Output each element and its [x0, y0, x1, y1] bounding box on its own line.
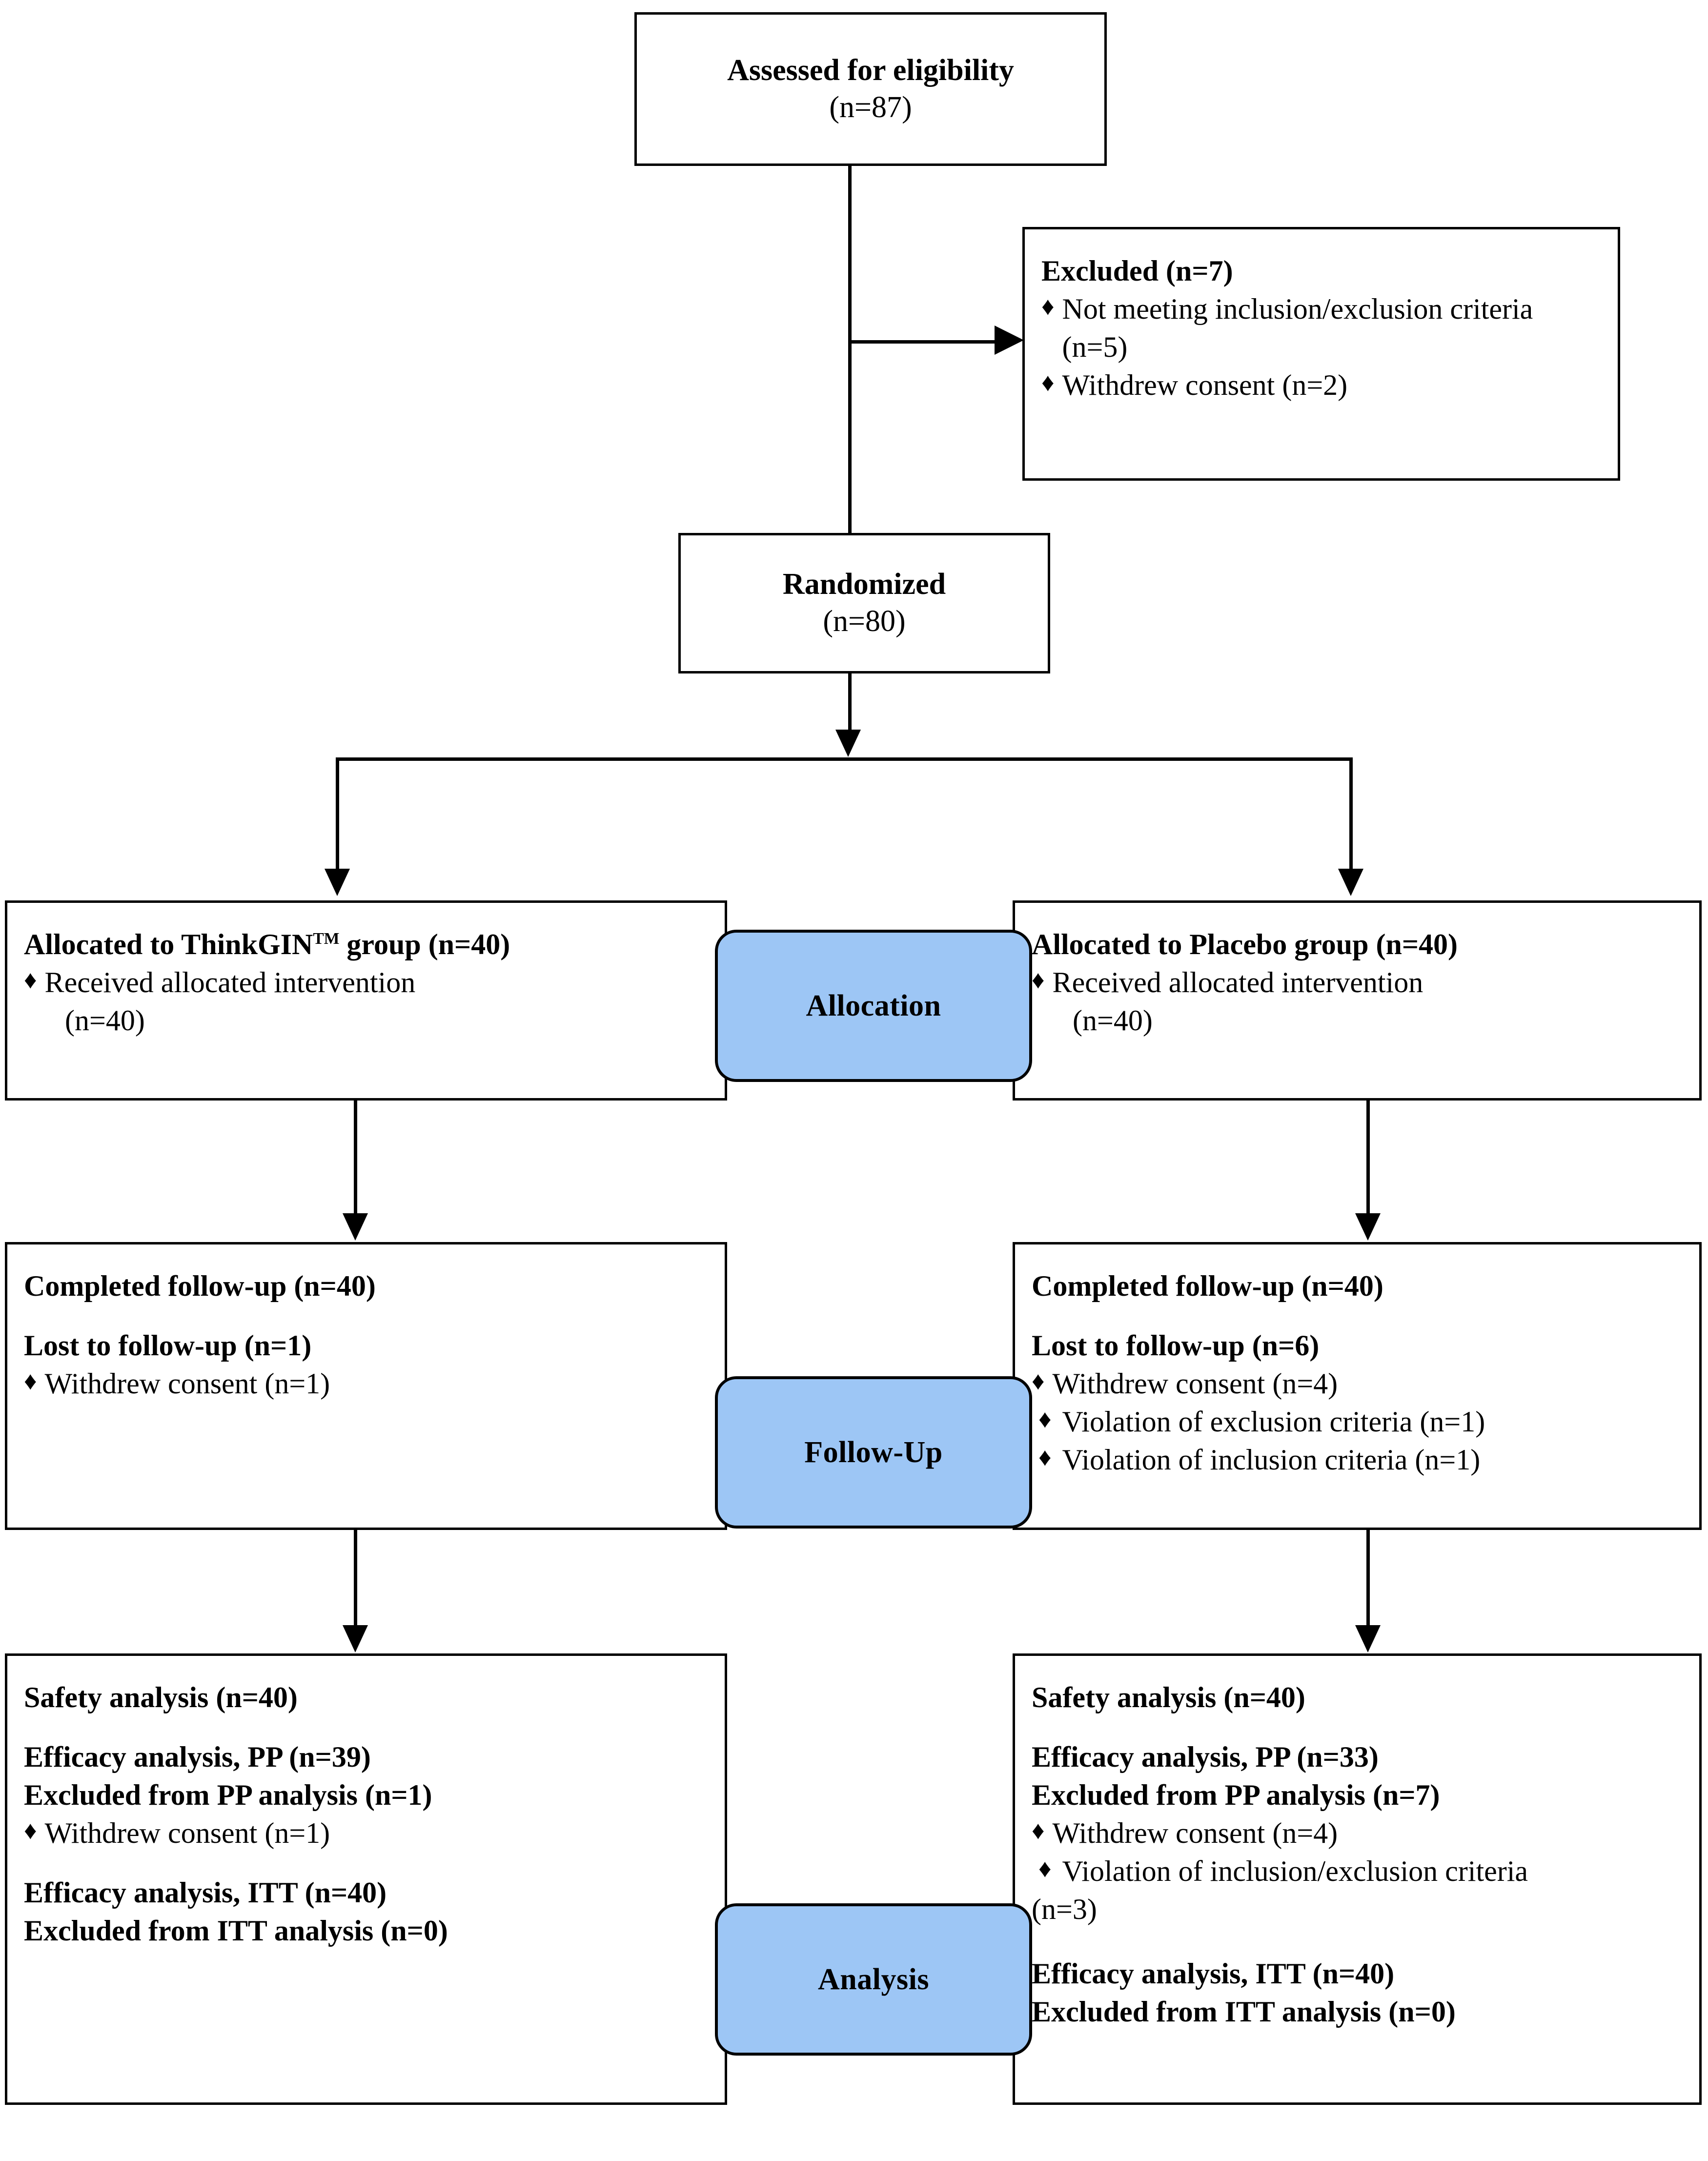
trademark-icon: TM — [313, 930, 340, 948]
arrow-to-excluded-icon — [995, 326, 1024, 355]
analysis-left-itt-excluded: Excluded from ITT analysis (n=0) — [24, 1915, 448, 1947]
followup-right-item-0: ♦ Withdrew consent (n=4) — [1032, 1365, 1680, 1403]
followup-right-lost: Lost to follow-up (n=6) — [1032, 1329, 1320, 1362]
analysis-right-itt-excluded: Excluded from ITT analysis (n=0) — [1032, 1996, 1456, 2028]
analysis-left-safety: Safety analysis (n=40) — [24, 1681, 298, 1713]
followup-thinkgin-box: Completed follow-up (n=40) Lost to follo… — [5, 1242, 727, 1530]
analysis-right-pp-item-1-count: (n=3) — [1032, 1893, 1097, 1925]
analysis-placebo-box: Safety analysis (n=40) Efficacy analysis… — [1013, 1653, 1702, 2105]
connector-alloc-left-to-followup — [354, 1101, 357, 1215]
connector-followup-left-to-analysis — [354, 1530, 357, 1628]
arrow-allocation-right-icon — [1338, 869, 1363, 896]
connector-eligibility-to-randomized — [848, 166, 852, 533]
allocation-right-item-0-count: (n=40) — [1073, 1004, 1153, 1037]
arrow-followup-right-icon — [1355, 1213, 1381, 1241]
connector-followup-right-to-analysis — [1366, 1530, 1370, 1628]
followup-right-item-2-text: Violation of inclusion criteria (n=1) — [1062, 1444, 1481, 1476]
allocation-left-title: Allocated to ThinkGINTM group (n=40) — [24, 925, 705, 963]
arrow-allocation-left-icon — [325, 869, 350, 896]
stage-badge-follow-up: Follow-Up — [715, 1376, 1032, 1529]
stage-badge-follow-up-label: Follow-Up — [804, 1435, 943, 1469]
allocation-placebo-box: Allocated to Placebo group (n=40) ♦ Rece… — [1013, 900, 1702, 1101]
diamond-bullet-icon: ♦ — [1041, 293, 1055, 321]
excluded-item-0: ♦ Not meeting inclusion/exclusion criter… — [1041, 290, 1598, 366]
arrow-analysis-left-icon — [343, 1625, 368, 1652]
followup-right-item-1: ♦ Violation of exclusion criteria (n=1) — [1032, 1403, 1680, 1441]
followup-right-item-1-text: Violation of exclusion criteria (n=1) — [1062, 1406, 1485, 1438]
connector-split-right — [1349, 757, 1353, 871]
analysis-right-pp-item-0-text: Withdrew consent (n=4) — [1052, 1817, 1338, 1849]
excluded-title: Excluded (n=7) — [1041, 255, 1233, 287]
diamond-bullet-icon: ♦ — [24, 966, 37, 994]
followup-right-item-0-text: Withdrew consent (n=4) — [1052, 1367, 1338, 1400]
connector-randomized-down — [848, 673, 852, 732]
analysis-right-pp: Efficacy analysis, PP (n=33) — [1032, 1741, 1379, 1773]
followup-left-item-0: ♦ Withdrew consent (n=1) — [24, 1365, 705, 1403]
randomized-box: Randomized (n=80) — [678, 533, 1050, 673]
analysis-left-pp-excluded: Excluded from PP analysis (n=1) — [24, 1779, 432, 1811]
allocation-right-title: Allocated to Placebo group (n=40) — [1032, 928, 1458, 960]
randomized-title: Randomized — [782, 568, 946, 601]
followup-left-item-0-text: Withdrew consent (n=1) — [44, 1367, 330, 1400]
analysis-left-pp-item-0: ♦ Withdrew consent (n=1) — [24, 1814, 705, 1852]
analysis-left-pp: Efficacy analysis, PP (n=39) — [24, 1741, 371, 1773]
allocation-left-item-0: ♦ Received allocated intervention — [24, 963, 705, 1001]
connector-to-excluded — [850, 340, 996, 344]
followup-right-completed: Completed follow-up (n=40) — [1032, 1270, 1383, 1302]
assessed-title: Assessed for eligibility — [727, 53, 1014, 87]
allocation-right-item-0-text: Received allocated intervention — [1052, 966, 1423, 999]
followup-placebo-box: Completed follow-up (n=40) Lost to follo… — [1013, 1242, 1702, 1530]
diamond-bullet-icon: ♦ — [1032, 1817, 1045, 1845]
stage-badge-allocation: Allocation — [715, 930, 1032, 1082]
analysis-right-itt: Efficacy analysis, ITT (n=40) — [1032, 1957, 1395, 1990]
stage-badge-analysis: Analysis — [715, 1903, 1032, 2056]
analysis-thinkgin-box: Safety analysis (n=40) Efficacy analysis… — [5, 1653, 727, 2105]
diamond-bullet-icon: ♦ — [1038, 1855, 1052, 1883]
analysis-right-pp-item-0: ♦ Withdrew consent (n=4) — [1032, 1814, 1680, 1852]
connector-split-left — [336, 757, 339, 871]
arrow-analysis-right-icon — [1355, 1625, 1381, 1652]
diamond-bullet-icon: ♦ — [24, 1367, 37, 1395]
followup-left-lost: Lost to follow-up (n=1) — [24, 1329, 312, 1362]
randomized-count: (n=80) — [823, 605, 906, 638]
diamond-bullet-icon: ♦ — [1038, 1406, 1052, 1433]
followup-left-completed: Completed follow-up (n=40) — [24, 1270, 376, 1302]
analysis-right-pp-item-1: ♦ Violation of inclusion/exclusion crite… — [1032, 1852, 1680, 1890]
arrow-followup-left-icon — [343, 1213, 368, 1241]
followup-right-item-2: ♦ Violation of inclusion criteria (n=1) — [1032, 1441, 1680, 1479]
allocation-left-item-0-count: (n=40) — [65, 1004, 145, 1037]
excluded-item-0-text: Not meeting inclusion/exclusion criteria… — [1062, 293, 1533, 363]
allocation-left-item-0-text: Received allocated intervention — [44, 966, 416, 999]
analysis-left-pp-item-0-text: Withdrew consent (n=1) — [44, 1817, 330, 1849]
excluded-box: Excluded (n=7) ♦ Not meeting inclusion/e… — [1022, 227, 1620, 481]
allocation-left-title-post: group (n=40) — [339, 928, 510, 960]
diamond-bullet-icon: ♦ — [1038, 1444, 1052, 1471]
allocation-left-title-pre: Allocated to ThinkGIN — [24, 928, 313, 960]
stage-badge-analysis-label: Analysis — [818, 1962, 929, 1996]
connector-alloc-right-to-followup — [1366, 1101, 1370, 1215]
connector-split-bar — [336, 757, 1353, 761]
analysis-right-safety: Safety analysis (n=40) — [1032, 1681, 1305, 1713]
assessed-count: (n=87) — [829, 90, 912, 124]
assessed-for-eligibility-box: Assessed for eligibility (n=87) — [634, 12, 1107, 166]
allocation-right-item-0: ♦ Received allocated intervention — [1032, 963, 1680, 1001]
analysis-right-pp-item-1-text: Violation of inclusion/exclusion criteri… — [1062, 1855, 1528, 1887]
stage-badge-allocation-label: Allocation — [806, 989, 941, 1022]
analysis-right-pp-excluded: Excluded from PP analysis (n=7) — [1032, 1779, 1440, 1811]
arrow-randomized-down-icon — [835, 730, 861, 757]
diamond-bullet-icon: ♦ — [24, 1817, 37, 1845]
allocation-thinkgin-box: Allocated to ThinkGINTM group (n=40) ♦ R… — [5, 900, 727, 1101]
diamond-bullet-icon: ♦ — [1032, 966, 1045, 994]
diamond-bullet-icon: ♦ — [1032, 1367, 1045, 1395]
excluded-item-1: ♦ Withdrew consent (n=2) — [1041, 366, 1598, 404]
diamond-bullet-icon: ♦ — [1041, 369, 1055, 397]
excluded-item-1-text: Withdrew consent (n=2) — [1062, 369, 1348, 401]
analysis-left-itt: Efficacy analysis, ITT (n=40) — [24, 1876, 387, 1909]
